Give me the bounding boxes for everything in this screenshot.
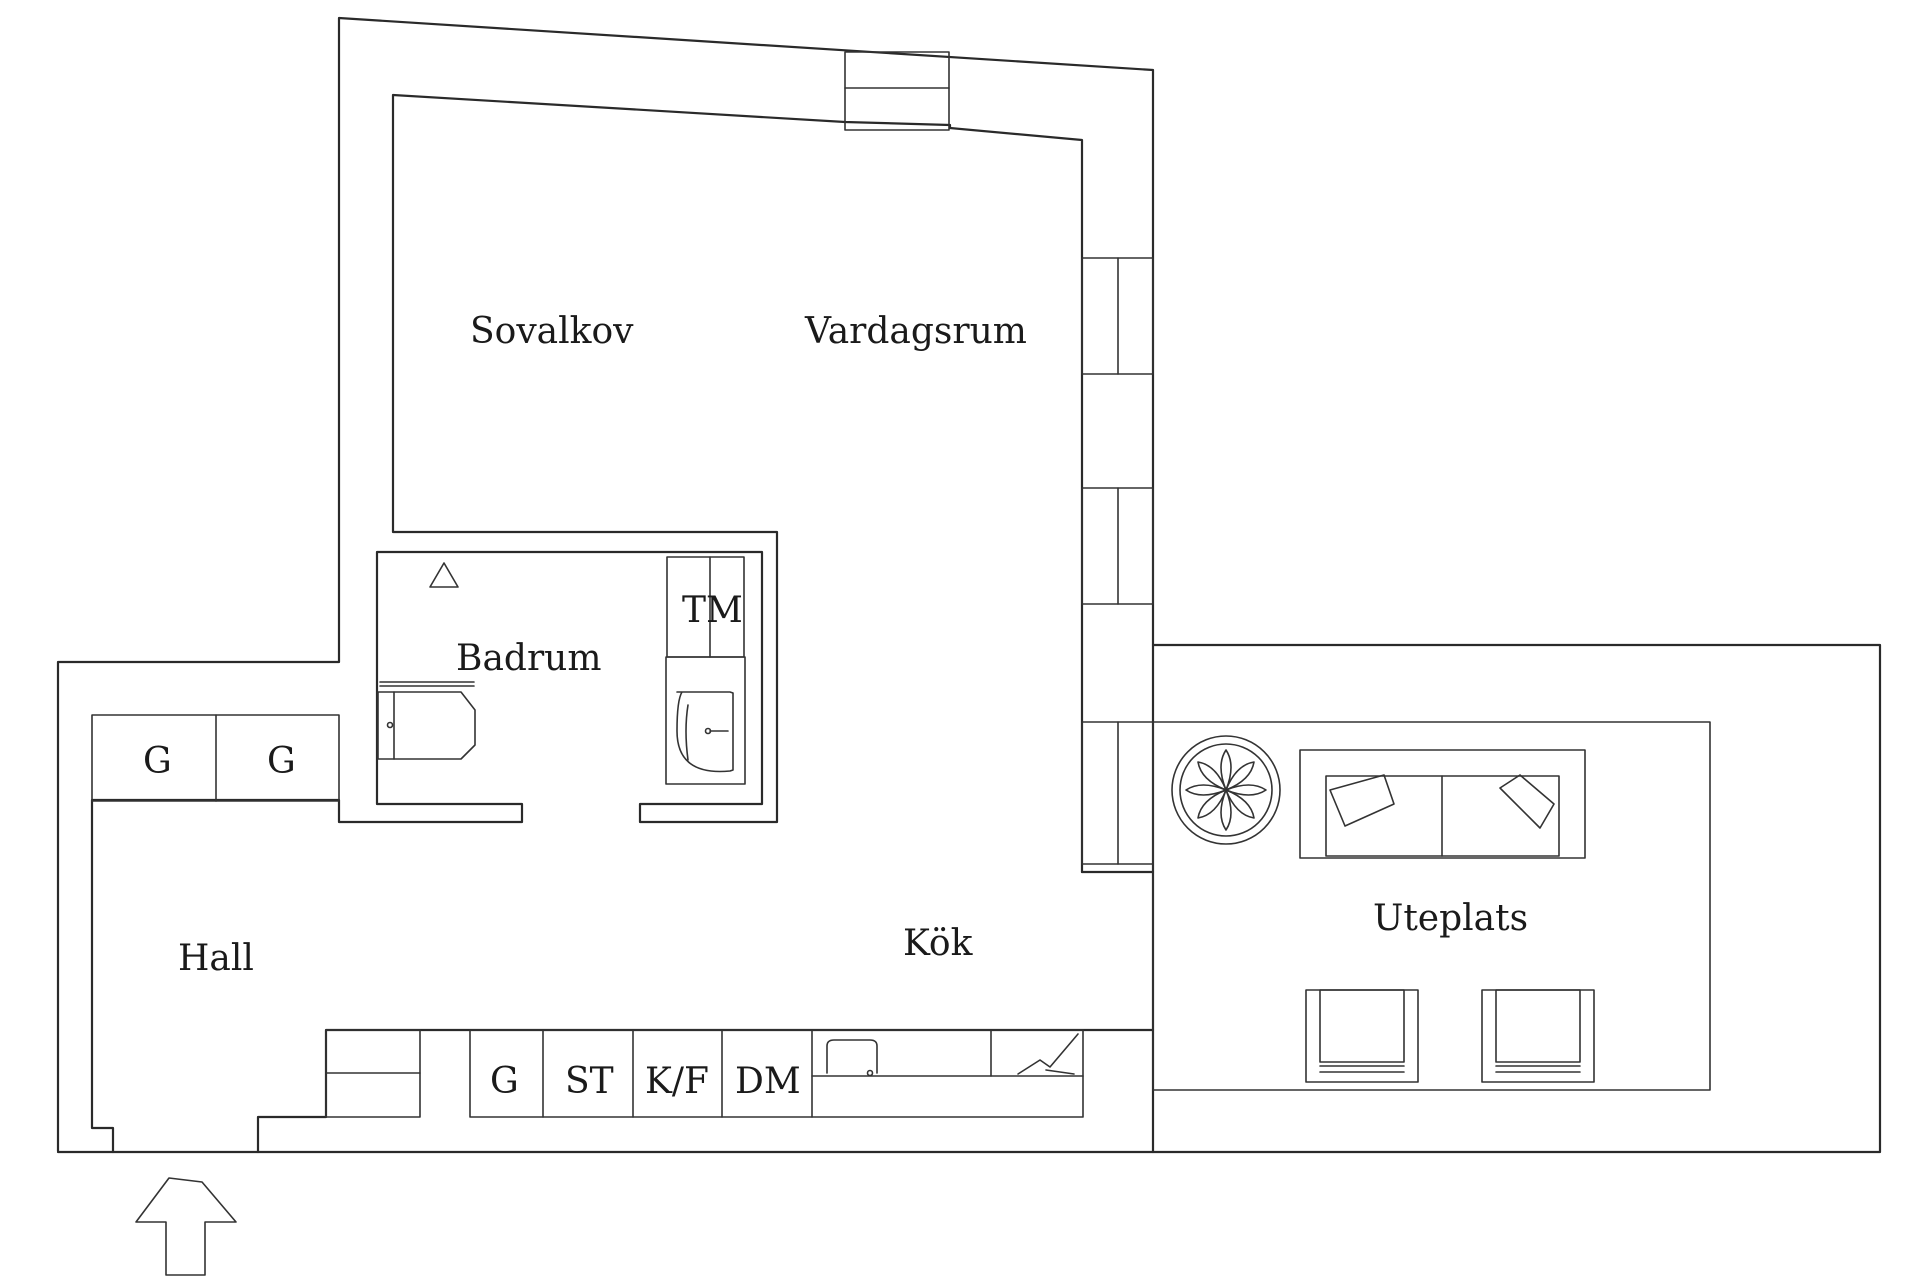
window-right-1	[1081, 257, 1154, 375]
shower-triangle-icon	[429, 562, 459, 588]
kitchen-counter	[325, 1029, 1084, 1118]
room-label-vardagsrum: Vardagsrum	[804, 311, 1027, 352]
room-label-sovalkov: Sovalkov	[470, 311, 634, 352]
sofa	[1299, 749, 1586, 859]
cooktop	[1017, 1033, 1079, 1075]
fixture-label-wardrobe-1: G	[143, 741, 172, 782]
window-right-2	[1081, 487, 1154, 605]
armchair-2	[1481, 989, 1595, 1083]
fixture-label-wardrobe-2: G	[267, 741, 296, 782]
patio-door	[1081, 721, 1154, 865]
toilet	[377, 691, 476, 760]
fixture-label-dm: DM	[735, 1061, 801, 1102]
kitchen-sink	[826, 1039, 878, 1077]
fixture-label-st: ST	[565, 1061, 614, 1102]
window-top	[844, 51, 950, 131]
exterior-walls	[56, 16, 1882, 1154]
interior-walls	[90, 93, 1155, 1154]
room-label-uteplats: Uteplats	[1373, 898, 1528, 939]
room-label-hall: Hall	[178, 938, 254, 979]
bathtub-rail	[379, 681, 475, 687]
fixture-label-tm: TM	[682, 590, 743, 631]
room-label-badrum: Badrum	[456, 638, 602, 679]
fixture-label-kitchen-g: G	[490, 1061, 519, 1102]
fixture-label-kf: K/F	[645, 1061, 709, 1102]
room-label-kok: Kök	[903, 923, 974, 964]
flower-rug-icon	[1171, 735, 1281, 845]
sink	[665, 656, 746, 785]
armchair-1	[1305, 989, 1419, 1083]
hall-wardrobes	[91, 714, 340, 802]
patio-border	[1152, 721, 1711, 1091]
up-arrow-icon	[135, 1177, 237, 1276]
